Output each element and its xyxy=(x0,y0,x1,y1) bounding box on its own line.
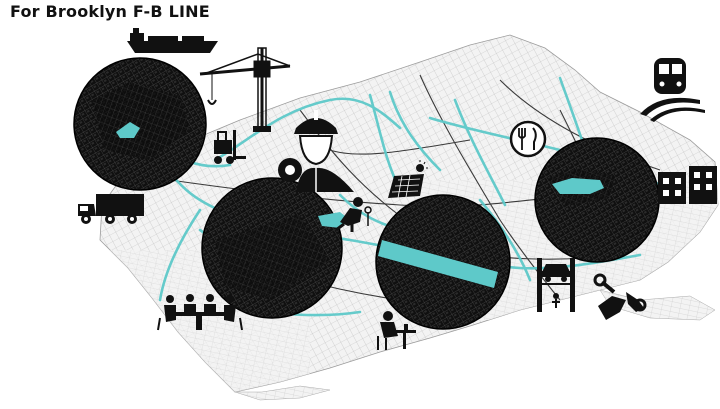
gardener-icon xyxy=(335,197,372,232)
cargo-truck-icon xyxy=(78,194,144,224)
construction-worker-icon xyxy=(278,110,354,192)
solar-panel-icon xyxy=(388,160,428,199)
east-hub[interactable] xyxy=(534,137,660,263)
tower-crane-icon xyxy=(199,47,291,132)
subway-train-icon xyxy=(640,58,705,122)
forklift-icon xyxy=(214,130,246,164)
wrench-hand-icon xyxy=(593,273,647,320)
meeting-table-icon xyxy=(157,294,243,331)
industrial-waterfront-hub[interactable] xyxy=(73,57,207,191)
townhouses-icon xyxy=(658,166,717,204)
car-lift-icon xyxy=(537,258,575,312)
cafe-diner-icon xyxy=(377,311,416,350)
restaurant-icon xyxy=(509,120,547,158)
central-corridor-hub[interactable] xyxy=(375,194,511,330)
cargo-ship-icon xyxy=(127,28,218,53)
map-title: For Brooklyn F-B LINE xyxy=(10,2,210,21)
